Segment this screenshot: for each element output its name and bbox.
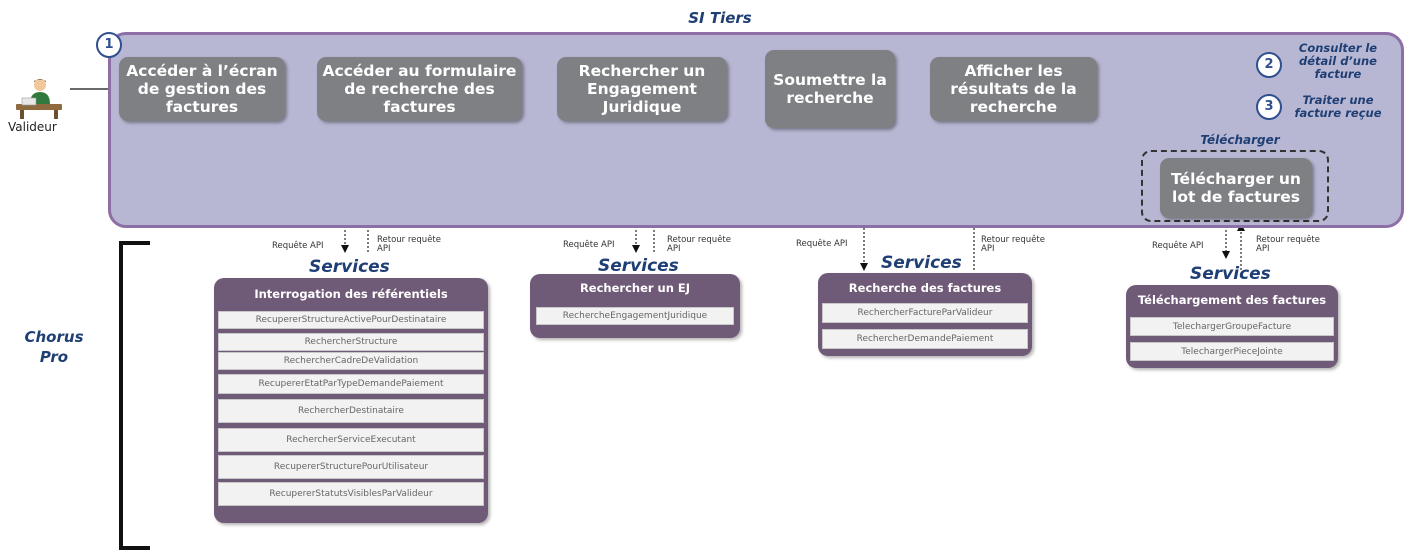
chorus-pro-label: Chorus Pro	[24, 328, 84, 366]
step-afficher-resultats: Afficher les résultats de la recherche	[930, 57, 1097, 121]
download-group-box	[1141, 150, 1329, 222]
service-item: RechercherCadreDeValidation	[218, 352, 484, 370]
step-soumettre-recherche: Soumettre la recherche	[765, 50, 895, 128]
service-item: RechercherServiceExecutant	[218, 428, 484, 452]
api-request-label: Requête API	[796, 239, 848, 249]
services-heading: Services	[598, 256, 679, 276]
service-item: RecupererStructurePourUtilisateur	[218, 455, 484, 479]
download-group-label: Télécharger	[1200, 133, 1280, 147]
api-request-label: Requête API	[563, 240, 615, 250]
service-box-title: Rechercher un EJ	[579, 281, 691, 295]
service-box-ej: Rechercher un EJ RechercheEngagementJuri…	[530, 274, 740, 338]
step-acceder-formulaire: Accéder au formulaire de recherche des f…	[317, 57, 522, 121]
services-heading: Services	[1190, 264, 1271, 284]
step-marker-1: 1	[96, 32, 122, 58]
service-item: TelechargerPieceJointe	[1130, 342, 1334, 361]
service-box-telechargement: Téléchargement des factures TelechargerG…	[1126, 285, 1338, 368]
step-marker-2: 2	[1256, 52, 1282, 78]
api-return-label: Retour requête API	[1256, 235, 1320, 254]
services-heading: Services	[881, 253, 962, 273]
step-marker-3: 3	[1256, 94, 1282, 120]
si-tiers-title: SI Tiers	[688, 9, 752, 27]
service-item: RechercherDestinataire	[218, 399, 484, 423]
step-acceder-ecran: Accéder à l’écran de gestion des facture…	[119, 57, 285, 121]
service-box-title: Recherche des factures	[848, 281, 1002, 295]
service-box-title: Interrogation des référentiels	[254, 287, 448, 301]
service-item: RecupererStructureActivePourDestinataire	[218, 311, 484, 329]
service-item: RechercherFactureParValideur	[822, 303, 1028, 323]
api-return-label: Retour requête API	[981, 235, 1045, 254]
service-item: RecupererStatutsVisiblesParValideur	[218, 482, 484, 506]
api-return-label: Retour requête API	[377, 235, 441, 254]
service-item: RecupererEtatParTypeDemandePaiement	[218, 374, 484, 394]
api-request-label: Requête API	[1152, 241, 1204, 251]
actor-label: Valideur	[8, 120, 57, 134]
service-item: RechercherStructure	[218, 333, 484, 351]
consulter-facture-text: Consulter le détail d’une facture	[1298, 41, 1378, 81]
step-rechercher-ej: Rechercher un Engagement Juridique	[557, 57, 727, 121]
traiter-facture-text: Traiter une facture reçue	[1294, 93, 1382, 120]
api-request-label: Requête API	[272, 241, 324, 251]
user-at-desk-icon	[14, 78, 66, 120]
service-box-referentiels: Interrogation des référentiels Recuperer…	[214, 278, 488, 523]
chorus-bracket	[119, 241, 150, 550]
service-box-recherche-factures: Recherche des factures RechercherFacture…	[818, 273, 1032, 356]
step-telecharger-lot: Télécharger un lot de factures	[1160, 158, 1312, 218]
services-heading: Services	[309, 257, 390, 277]
api-return-label: Retour requête API	[667, 235, 731, 254]
service-item: RechercherDemandePaiement	[822, 329, 1028, 349]
service-item: RechercheEngagementJuridique	[536, 307, 734, 325]
service-box-title: Téléchargement des factures	[1137, 293, 1327, 307]
service-item: TelechargerGroupeFacture	[1130, 317, 1334, 336]
